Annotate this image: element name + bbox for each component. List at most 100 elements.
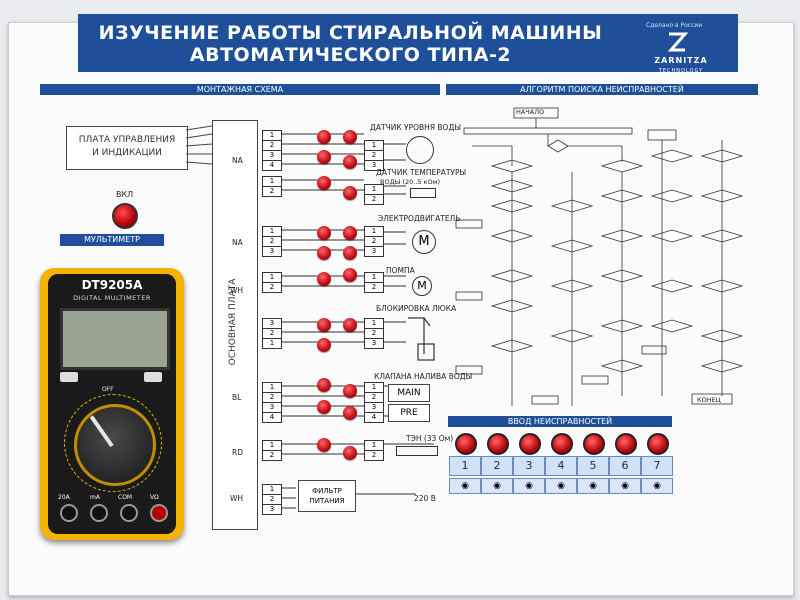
- fault-input-header: ВВОД НЕИСПРАВНОСТЕЙ: [448, 416, 672, 427]
- multimeter-display: [60, 308, 170, 370]
- fault-screw-icon: ◉: [577, 478, 609, 494]
- flowchart-start: НАЧАЛО: [516, 108, 545, 116]
- test-jack[interactable]: [317, 318, 331, 332]
- fault-toggle-1[interactable]: [455, 433, 477, 455]
- fault-screw-icon: ◉: [641, 478, 673, 494]
- control-wires: [186, 125, 213, 165]
- multimeter-header: МУЛЬТИМЕТР: [60, 234, 164, 246]
- title-banner: ИЗУЧЕНИЕ РАБОТЫ СТИРАЛЬНОЙ МАШИНЫ АВТОМА…: [78, 14, 738, 74]
- test-jack[interactable]: [317, 438, 331, 452]
- test-jack[interactable]: [317, 400, 331, 414]
- port-label-ma: mA: [90, 494, 100, 501]
- door-lock-symbol: [408, 317, 435, 361]
- door-lock-label: БЛОКИРОВКА ЛЮКА: [376, 304, 457, 313]
- heater-symbol: [396, 446, 438, 456]
- multimeter-port-com[interactable]: [120, 504, 138, 522]
- fault-number-7: 7: [641, 456, 673, 476]
- test-jack[interactable]: [343, 130, 357, 144]
- fault-screw-icon: ◉: [481, 478, 513, 494]
- fault-number-6: 6: [609, 456, 641, 476]
- fault-toggle-5[interactable]: [583, 433, 605, 455]
- fault-screw-icon: ◉: [609, 478, 641, 494]
- valves-label: КЛАПАНА НАЛИВА ВОДЫ: [374, 372, 473, 381]
- test-jack[interactable]: [317, 150, 331, 164]
- supply-voltage-label: 220 В: [414, 494, 436, 503]
- fault-number-4: 4: [545, 456, 577, 476]
- test-jack[interactable]: [343, 446, 357, 460]
- power-led-label: ВКЛ: [116, 190, 134, 199]
- main-board-box: ОСНОВНАЯ ПЛАТА: [212, 120, 258, 530]
- motor-label: ЭЛЕКТРОДВИГАТЕЛЬ: [378, 214, 461, 223]
- connector-label-wh-1: WH: [230, 286, 244, 295]
- water-level-sensor-label: ДАТЧИК УРОВНЯ ВОДЫ: [370, 123, 461, 132]
- fault-toggle-6[interactable]: [615, 433, 637, 455]
- test-jack[interactable]: [343, 186, 357, 200]
- multimeter-dial-ring: [64, 394, 162, 492]
- test-jack[interactable]: [317, 226, 331, 240]
- pump-label: ПОМПА: [386, 266, 415, 275]
- multimeter-port-20a[interactable]: [60, 504, 78, 522]
- multimeter-port-vohm[interactable]: [150, 504, 168, 522]
- fault-screw-icon: ◉: [449, 478, 481, 494]
- fault-screw-icon: ◉: [545, 478, 577, 494]
- fault-number-3: 3: [513, 456, 545, 476]
- connector-label-wh-2: WH: [230, 494, 244, 503]
- multimeter-hold-button[interactable]: [144, 372, 162, 382]
- fault-toggle-2[interactable]: [487, 433, 509, 455]
- fault-number-2: 2: [481, 456, 513, 476]
- power-led-indicator: [112, 203, 138, 229]
- multimeter-port-ma[interactable]: [90, 504, 108, 522]
- title-line-1: ИЗУЧЕНИЕ РАБОТЫ СТИРАЛЬНОЙ МАШИНЫ: [98, 22, 603, 44]
- test-jack[interactable]: [317, 246, 331, 260]
- fault-toggle-3[interactable]: [519, 433, 541, 455]
- heater-label: ТЭН (33 Ом): [406, 434, 454, 443]
- test-jack[interactable]: [343, 226, 357, 240]
- fault-number-5: 5: [577, 456, 609, 476]
- multimeter: DT9205A DIGITAL MULTIMETER OFF 20A mA CO…: [40, 268, 184, 540]
- mounting-scheme-header: МОНТАЖНАЯ СХЕМА: [40, 84, 440, 95]
- test-jack[interactable]: [317, 338, 331, 352]
- test-jack[interactable]: [343, 246, 357, 260]
- fault-screw-icon: ◉: [513, 478, 545, 494]
- algorithm-header: АЛГОРИТМ ПОИСКА НЕИСПРАВНОСТЕЙ: [446, 84, 758, 95]
- fault-toggle-4[interactable]: [551, 433, 573, 455]
- fault-algorithm-flowchart: [455, 107, 744, 406]
- brand-name: ZARNITZA TECHNOLOGY: [654, 56, 708, 74]
- made-in-label: Сделано в России: [646, 22, 703, 29]
- motor-symbol: M: [412, 230, 436, 254]
- fault-number-1: 1: [449, 456, 481, 476]
- power-filter-box: ФИЛЬТР ПИТАНИЯ: [298, 480, 356, 512]
- test-jack[interactable]: [317, 130, 331, 144]
- test-jack[interactable]: [317, 378, 331, 392]
- test-jack[interactable]: [343, 318, 357, 332]
- power-filter-label-2: ПИТАНИЯ: [309, 497, 345, 505]
- control-board-box: ПЛАТА УПРАВЛЕНИЯ И ИНДИКАЦИИ: [66, 126, 188, 170]
- port-label-20a: 20A: [58, 494, 70, 501]
- test-jack[interactable]: [343, 384, 357, 398]
- multimeter-rotary-dial[interactable]: [74, 404, 156, 486]
- test-jack[interactable]: [343, 406, 357, 420]
- zarnitza-logo-icon: [667, 32, 688, 52]
- valve-pre-label: PRE: [400, 408, 418, 418]
- test-jack[interactable]: [343, 268, 357, 282]
- temp-sensor-symbol: [410, 188, 436, 198]
- fault-toggle-7[interactable]: [647, 433, 669, 455]
- multimeter-power-button[interactable]: [60, 372, 78, 382]
- test-jack[interactable]: [317, 176, 331, 190]
- test-jack[interactable]: [317, 272, 331, 286]
- test-jack[interactable]: [343, 155, 357, 169]
- connector-label-rd: RD: [232, 448, 243, 457]
- pump-symbol: M: [412, 276, 432, 296]
- multimeter-model: DT9205A: [81, 278, 143, 292]
- water-level-sensor-symbol: [406, 136, 434, 164]
